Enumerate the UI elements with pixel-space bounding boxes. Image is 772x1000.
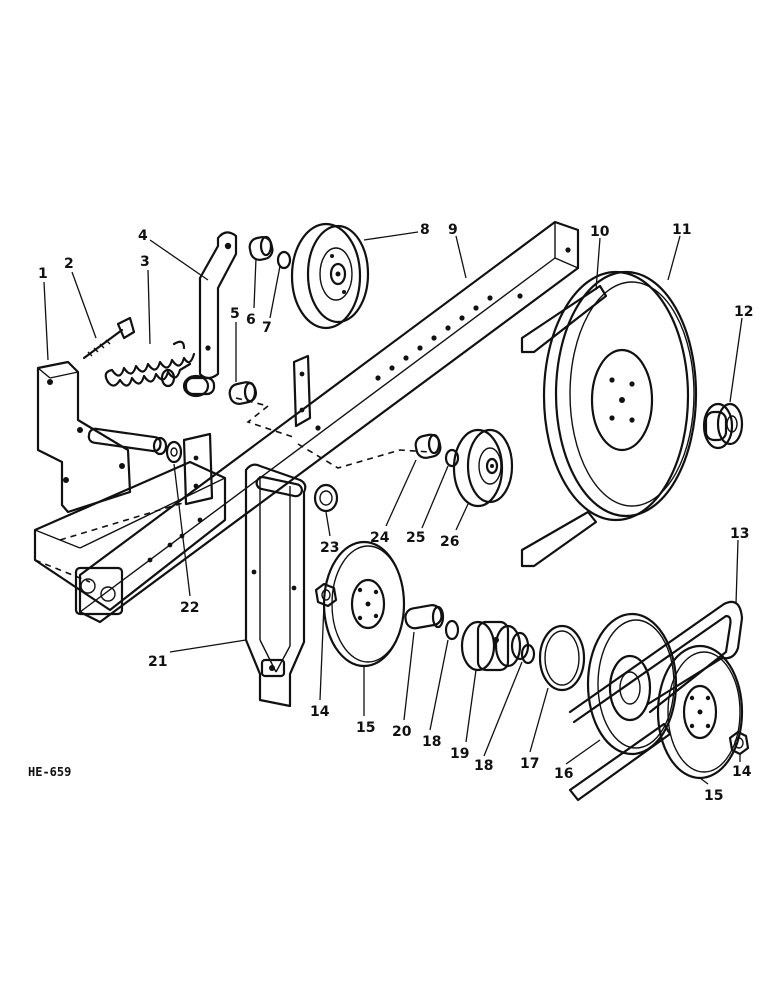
- bearing-bushing: [313, 483, 339, 513]
- nut: [728, 730, 750, 756]
- side-plate: [182, 432, 214, 506]
- bar-plate: [292, 354, 312, 428]
- washer: [165, 440, 183, 464]
- hub: [702, 402, 744, 450]
- nut: [314, 582, 338, 608]
- callout-7: 7: [262, 320, 272, 336]
- idler-pulley-small: [452, 428, 514, 508]
- callout-4: 4: [138, 228, 148, 244]
- callout-6: 6: [246, 312, 256, 328]
- callout-1: 1: [38, 266, 48, 282]
- callout-18-left: 18: [422, 734, 441, 750]
- callout-12: 12: [734, 304, 753, 320]
- callout-8: 8: [420, 222, 430, 238]
- bearing-hub: [460, 620, 530, 672]
- callout-17: 17: [520, 756, 539, 772]
- callout-19: 19: [450, 746, 469, 762]
- large-sheave: [542, 270, 698, 522]
- idler-arm: [182, 231, 238, 398]
- drive-belt-small: [568, 600, 744, 802]
- spacer-bushing: [248, 235, 274, 261]
- snap-ring: [520, 643, 536, 665]
- callout-25: 25: [406, 530, 425, 546]
- washer: [276, 250, 292, 270]
- retaining-ring: [538, 624, 586, 692]
- washer: [160, 368, 176, 388]
- callout-23: 23: [320, 540, 339, 556]
- callout-15-left: 15: [356, 720, 375, 736]
- mounting-bracket: [36, 360, 168, 514]
- callout-labels: 1 2 3 4 5 6 7 8 9 10 11 12 13 14 14 15 1…: [38, 222, 753, 804]
- sheave-half: [586, 612, 678, 756]
- callout-14-left: 14: [310, 704, 330, 720]
- tension-spring: [104, 340, 196, 387]
- callout-16: 16: [554, 766, 573, 782]
- callout-22: 22: [180, 600, 199, 616]
- support-bar: [78, 220, 580, 624]
- callout-13: 13: [730, 526, 749, 542]
- snap-ring: [444, 619, 460, 641]
- callout-24: 24: [370, 530, 390, 546]
- callout-15-right: 15: [704, 788, 723, 804]
- sheave-half: [322, 540, 406, 668]
- callout-11: 11: [672, 222, 691, 238]
- callout-18-right: 18: [474, 758, 493, 774]
- spacer-bushing: [414, 433, 442, 459]
- callout-9: 9: [448, 222, 458, 238]
- spacer-bushing: [228, 381, 258, 405]
- idler-frame: [244, 463, 307, 708]
- callout-14-right: 14: [732, 764, 752, 780]
- figure-code: HE-659: [28, 765, 71, 779]
- callout-21: 21: [148, 654, 167, 670]
- callout-3: 3: [140, 254, 150, 270]
- idler-pulley: [290, 222, 370, 330]
- drive-belt-large: [520, 284, 608, 568]
- frame-channel: [33, 460, 227, 616]
- bolt: [82, 316, 136, 360]
- spacer-tube: [404, 604, 445, 630]
- callout-leaders: [43, 231, 743, 785]
- assembly-guide-lines: [59, 397, 431, 541]
- callout-20: 20: [392, 724, 412, 740]
- washer: [444, 448, 460, 468]
- callout-26: 26: [440, 534, 459, 550]
- callout-2: 2: [64, 256, 74, 272]
- callout-10: 10: [590, 224, 610, 240]
- callout-5: 5: [230, 306, 240, 322]
